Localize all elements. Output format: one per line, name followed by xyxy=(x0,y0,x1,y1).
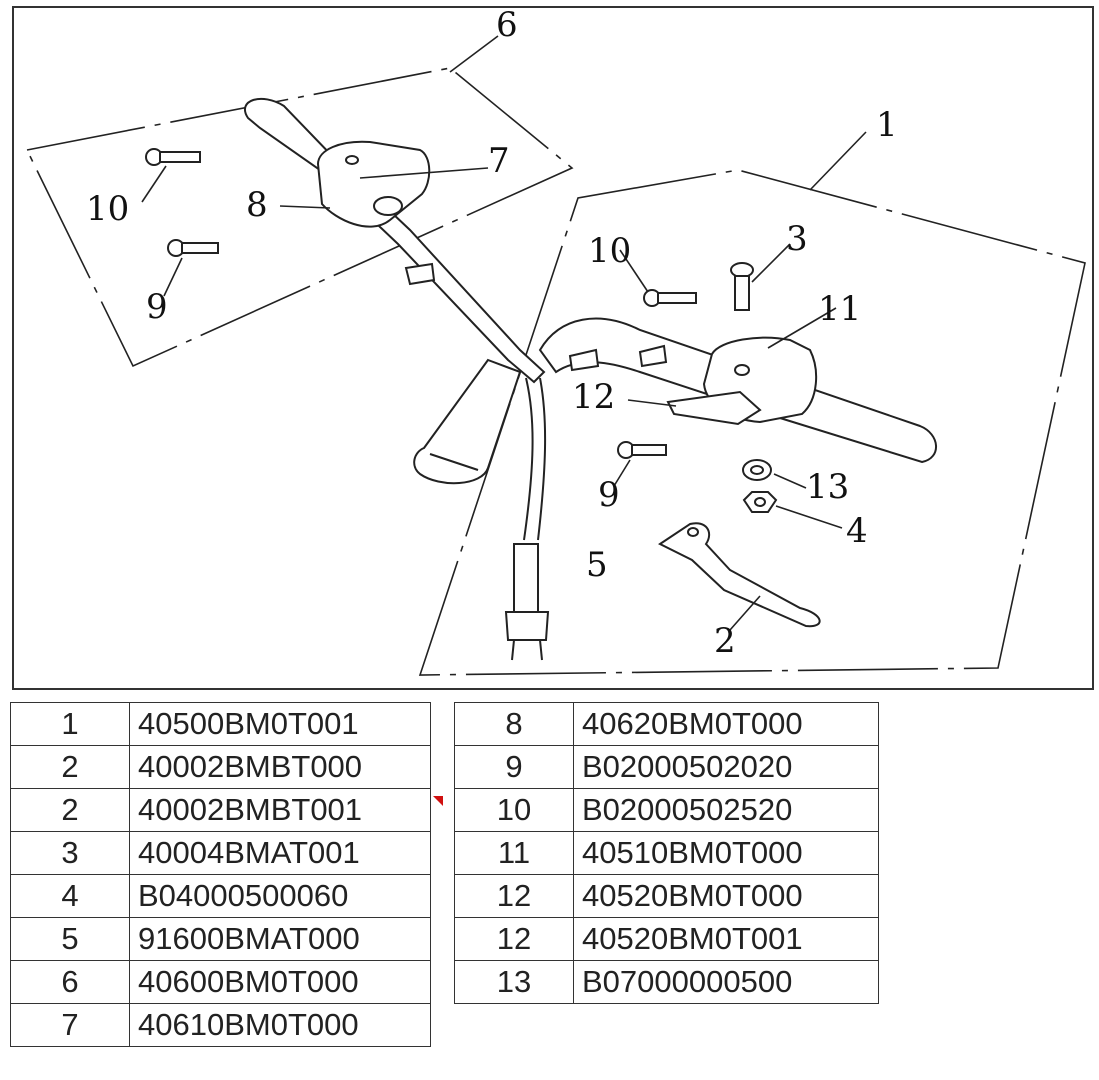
callout-11: 11 xyxy=(818,289,861,329)
throttle-cable xyxy=(504,377,550,661)
comment-flag xyxy=(433,796,443,806)
callout-2: 2 xyxy=(714,621,736,661)
ref-number: 2 xyxy=(10,788,130,832)
callout-5: 5 xyxy=(586,545,608,585)
callout-3: 3 xyxy=(786,219,808,259)
callout-10-left: 10 xyxy=(86,189,129,229)
right-switch-housing xyxy=(666,336,818,426)
subassembly-outline-6 xyxy=(25,67,574,368)
ref-number: 9 xyxy=(454,745,574,789)
ref-number: 7 xyxy=(10,1003,130,1047)
part-number: 40620BM0T000 xyxy=(573,702,879,746)
ref-number: 11 xyxy=(454,831,574,875)
callout-9-right: 9 xyxy=(598,475,620,515)
ref-number: 4 xyxy=(10,874,130,918)
subassembly-outline-1 xyxy=(418,169,1086,676)
part-number: 91600BMAT000 xyxy=(129,917,431,961)
screw-10-right xyxy=(643,289,697,307)
ref-number: 1 xyxy=(10,702,130,746)
ref-number: 3 xyxy=(10,831,130,875)
callout-4: 4 xyxy=(846,511,868,551)
part-number: 40002BMBT000 xyxy=(129,745,431,789)
callout-13: 13 xyxy=(806,467,849,507)
exploded-parts-diagram: 1 2 3 4 5 6 7 8 9 9 10 10 11 12 13 xyxy=(12,5,1094,690)
screw-9-left xyxy=(167,239,219,257)
part-number: 40002BMBT001 xyxy=(129,788,431,832)
ref-number: 6 xyxy=(10,960,130,1004)
part-number: B02000502020 xyxy=(573,745,879,789)
part-number: B02000502520 xyxy=(573,788,879,832)
ref-number: 2 xyxy=(10,745,130,789)
part-number: B07000000500 xyxy=(573,960,879,1004)
ref-number: 5 xyxy=(10,917,130,961)
left-switch-housing xyxy=(316,140,431,228)
part-number: 40610BM0T000 xyxy=(129,1003,431,1047)
nut-4 xyxy=(742,491,778,513)
ref-number: 8 xyxy=(454,702,574,746)
ref-number: 13 xyxy=(454,960,574,1004)
brake-lever-2 xyxy=(658,522,821,628)
washer-13 xyxy=(742,459,772,481)
part-number: B04000500060 xyxy=(129,874,431,918)
ref-number: 12 xyxy=(454,874,574,918)
ref-number: 10 xyxy=(454,788,574,832)
bolt-3 xyxy=(730,262,754,311)
part-number: 40600BM0T000 xyxy=(129,960,431,1004)
callout-9-left: 9 xyxy=(146,287,168,327)
callout-12: 12 xyxy=(572,377,615,417)
callout-6: 6 xyxy=(496,5,518,45)
callout-10-right: 10 xyxy=(588,231,631,271)
part-number: 40520BM0T001 xyxy=(573,917,879,961)
callout-1: 1 xyxy=(876,105,898,145)
part-number: 40510BM0T000 xyxy=(573,831,879,875)
screw-9-right xyxy=(617,441,667,459)
leader-lines xyxy=(141,35,867,631)
part-number: 40500BM0T001 xyxy=(129,702,431,746)
screw-10-left xyxy=(145,148,201,166)
part-number: 40520BM0T000 xyxy=(573,874,879,918)
callout-8: 8 xyxy=(246,185,268,225)
ref-number: 12 xyxy=(454,917,574,961)
callout-7: 7 xyxy=(488,141,510,181)
part-number: 40004BMAT001 xyxy=(129,831,431,875)
